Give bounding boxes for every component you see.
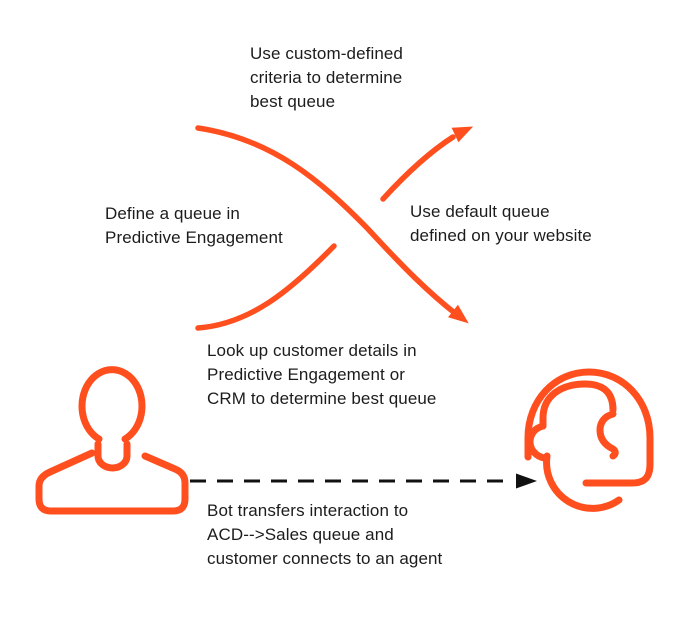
person-head [78, 366, 146, 443]
swoosh-arrow-ascending-upper [380, 134, 456, 202]
label-lookup-customer: Look up customer details in Predictive E… [207, 341, 437, 408]
swoosh-arrow-descending [195, 125, 459, 317]
person-body [35, 449, 189, 515]
headset-band-inner [539, 380, 617, 430]
label-default-queue: Use default queue defined on your websit… [410, 202, 592, 245]
label-define-queue: Define a queue in Predictive Engagement [105, 204, 283, 247]
person-neck [94, 440, 131, 472]
headset-face [543, 452, 623, 512]
arrowhead-top-right-icon [451, 126, 474, 143]
arrowhead-bottom-right-icon [448, 304, 469, 324]
label-bot-transfer: Bot transfers interaction to ACD-->Sales… [207, 501, 443, 568]
label-custom-criteria: Use custom-defined criteria to determine… [250, 44, 403, 111]
person-outline-icon [35, 366, 189, 515]
headset-earcup-right [596, 410, 619, 460]
headset-band-outer [524, 368, 654, 487]
headset-agent-icon [524, 368, 654, 512]
swoosh-arrow-ascending-lower [195, 243, 337, 331]
headset-earcup-left [526, 422, 548, 462]
dashed-transfer-arrowhead-icon [516, 473, 537, 489]
